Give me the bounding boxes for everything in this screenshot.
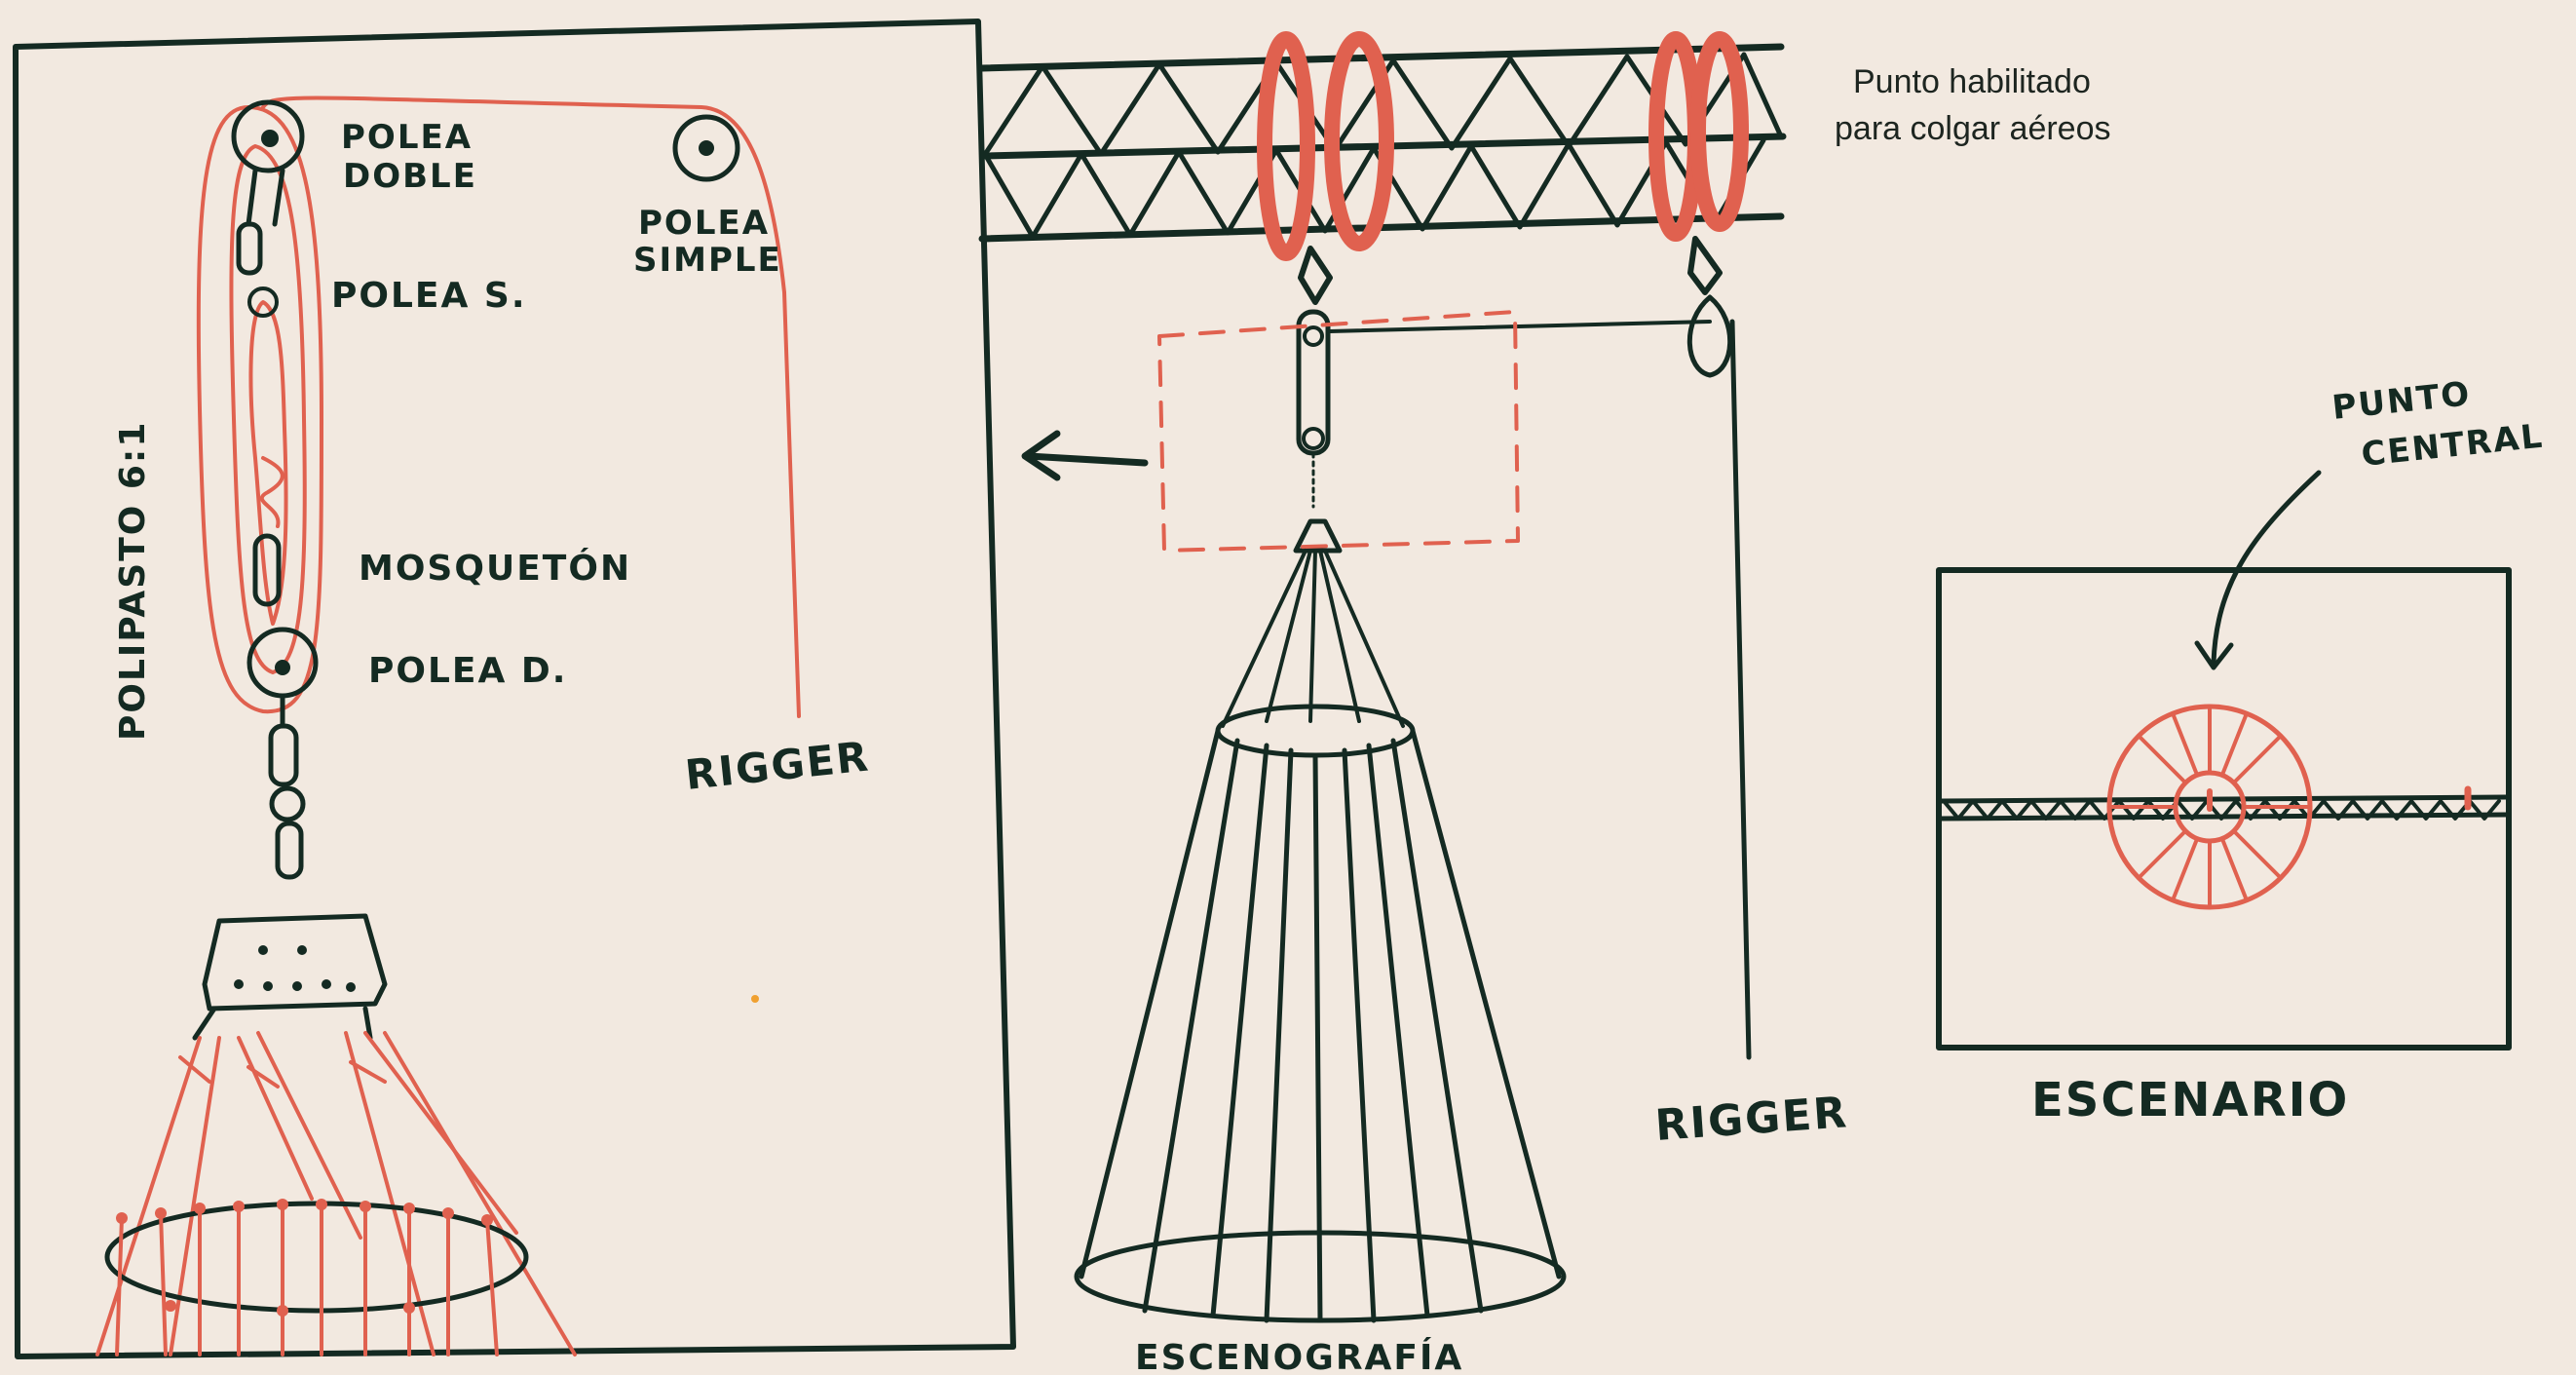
label-polea-s: POLEA S. [331,276,527,316]
rigger-rope [1732,322,1749,1057]
rigger-pulley-icon [1689,297,1729,375]
label-escenario: ESCENARIO [2031,1073,2349,1127]
label-polea-simple-2: SIMPLE [633,241,782,280]
carabiner-top-icon [239,224,260,273]
lower-shackle-icon [278,823,301,877]
hanging-scenery: ESCENOGRAFÍA [1077,239,1749,1375]
main-pulley-top [1305,327,1322,345]
label-polea-simple-1: POLEA [638,204,770,243]
note-line-2: para colgar aéreos [1835,110,2111,147]
lower-pulley-axle [275,660,290,675]
label-rigger-main: RIGGER [1653,1088,1849,1151]
detail-box [1159,312,1518,551]
label-polipasto: POLIPASTO 6:1 [113,421,153,741]
main-rope [1330,322,1710,331]
simple-pulley-axle [699,140,714,156]
double-pulley-axle [261,130,279,147]
label-polea-doble-1: POLEA [341,118,473,157]
stray-dot [751,995,759,1003]
main-hook-icon [1301,248,1330,302]
scenery-top-ring [1218,707,1413,755]
rope-knot [262,458,283,526]
zoom-arrow-icon [1025,434,1145,477]
truss [982,39,1783,253]
stage-plan: PUNTO CENTRAL ESCENARIO [1939,374,2546,1127]
rigging-plate-icon [205,916,385,1009]
note-line-1: Punto habilitado [1853,63,2091,100]
label-escenografia: ESCENOGRAFÍA [1135,1337,1463,1375]
double-pulley-strap [248,171,283,224]
label-mosqueton: MOSQUETÓN [359,548,631,589]
detail-panel: POLEA DOBLE POLEA SIMPLE POLEA S. MOSQUE… [16,21,1013,1356]
label-polea-doble-2: DOBLE [343,157,477,196]
label-central: CENTRAL [2360,417,2546,475]
rigger-hook-icon [1690,239,1720,292]
label-rigger-detail: RIGGER [683,732,872,799]
main-pulley-bottom [1304,429,1323,448]
swivel-icon [272,788,303,820]
plate-hooks [195,1009,370,1038]
scenery-ribs [1081,731,1559,1320]
rigging-plate-holes [234,945,356,992]
label-polea-d: POLEA D. [368,651,567,691]
scenery-ring-detail [107,1203,526,1311]
cone-lines [1223,551,1403,726]
label-punto: PUNTO [2330,374,2473,428]
chain-shackle-icon [271,726,296,784]
